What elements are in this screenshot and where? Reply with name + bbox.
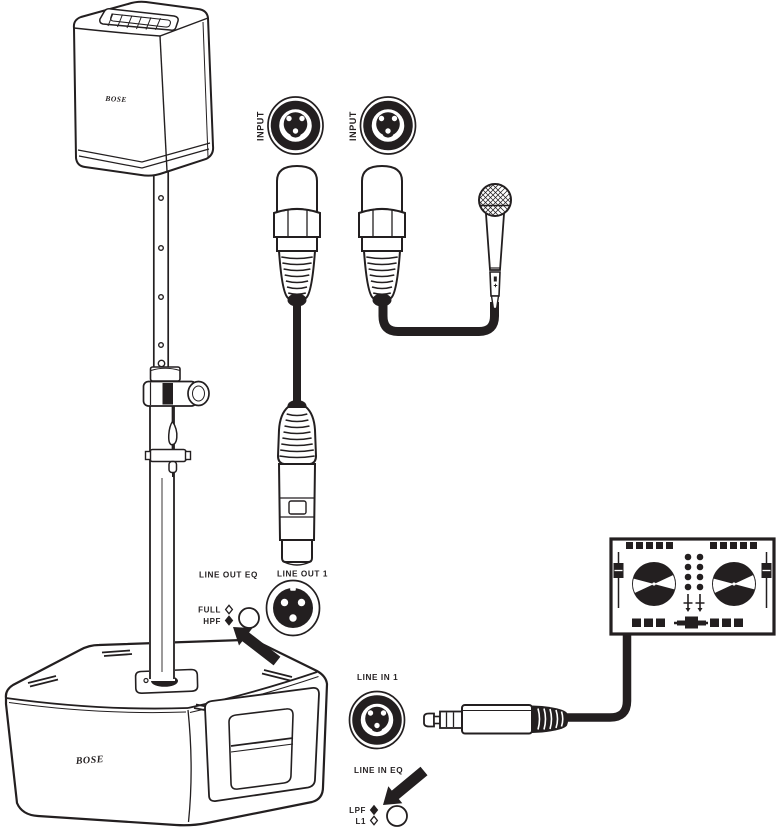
speaker-pole	[142, 168, 210, 681]
line-out-eq-button	[238, 607, 260, 629]
xlr-male-connector-icon	[358, 165, 406, 308]
input-1-label: INPUT	[256, 111, 266, 141]
line-out-eq-title: LINE OUT EQ	[199, 571, 258, 580]
lpf-led	[369, 804, 379, 816]
xlr-male-connector-icon	[273, 165, 321, 308]
combo-jack-icon	[268, 97, 323, 154]
mic-grille-mesh	[479, 184, 511, 216]
dj-mini-faders	[683, 594, 705, 612]
dj-pads-top	[626, 542, 757, 549]
line-out-eq-panel: LINE OUT EQ FULL HPF	[198, 571, 281, 666]
dj-crossfader	[674, 616, 708, 629]
input-jack-2: INPUT	[348, 97, 416, 154]
l1-led-label: L1	[355, 817, 366, 826]
full-led	[224, 604, 234, 615]
combo-jack-icon	[350, 692, 405, 749]
xlr-female-panel-icon	[265, 579, 321, 637]
hpf-led-label: HPF	[203, 617, 221, 626]
full-led-label: FULL	[198, 606, 221, 615]
line-in-1-label: LINE IN 1	[357, 673, 398, 682]
line-in-eq-title: LINE IN EQ	[354, 766, 403, 775]
line-in-jack: LINE IN 1	[350, 673, 405, 749]
line-out-jack: LINE OUT 1	[265, 570, 328, 637]
dj-jog-wheel-right	[712, 562, 756, 606]
sub-brand-logo: BOSE	[74, 754, 104, 767]
microphone-cable	[358, 165, 499, 336]
input-jack-1: INPUT	[256, 97, 324, 154]
speaker-brand-logo: BOSE	[104, 94, 127, 104]
dj-pitch-faders	[613, 552, 772, 608]
xlr-female-connector-icon	[276, 400, 318, 566]
microphone-illustration	[478, 183, 512, 310]
dj-knobs	[684, 553, 704, 591]
combo-jack-icon	[361, 97, 416, 154]
trs-cable	[423, 635, 632, 735]
subwoofer-illustration: BOSE	[4, 638, 329, 827]
dj-pads-bottom	[632, 618, 743, 627]
l1-led	[369, 815, 379, 826]
quarter-inch-plug-icon	[423, 704, 569, 735]
line-in-eq-button	[386, 805, 408, 827]
lpf-led-label: LPF	[349, 806, 366, 815]
arrow-icon	[383, 766, 428, 805]
input-2-label: INPUT	[348, 111, 358, 141]
pole-clamp	[142, 359, 210, 477]
hpf-led	[224, 615, 234, 626]
arrow-icon	[233, 627, 281, 666]
dj-jog-wheel-left	[632, 562, 676, 606]
pole-height-holes	[157, 194, 164, 349]
sub-top-bumpers	[27, 649, 293, 714]
portable-speaker-illustration: BOSE	[72, 0, 215, 177]
sub-handle	[204, 686, 320, 803]
xlr-cable-left	[273, 165, 321, 566]
speaker-handle	[99, 8, 179, 31]
dj-controller-illustration	[609, 537, 776, 636]
line-out-1-label: LINE OUT 1	[277, 570, 328, 579]
line-in-eq-panel: LINE IN EQ LPF L1	[349, 766, 428, 827]
